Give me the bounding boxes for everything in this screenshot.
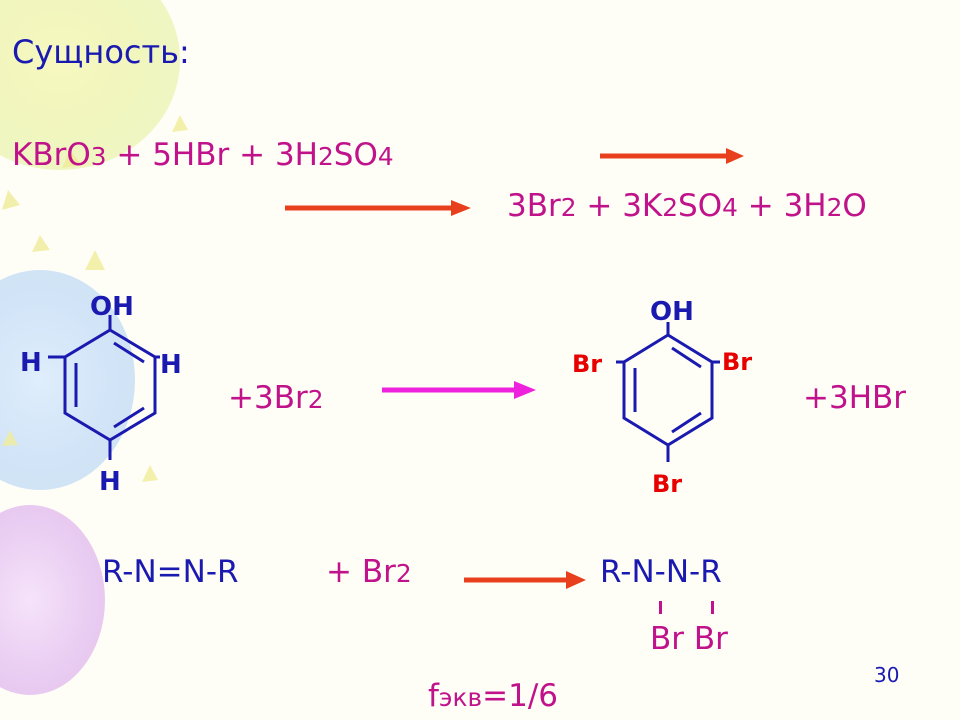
br-label: Br xyxy=(572,350,602,378)
formula-part: KBrO xyxy=(12,137,91,173)
bromine-substituents: Br Br xyxy=(650,621,728,657)
formula-subscript: 2 xyxy=(826,193,843,222)
reaction-arrow xyxy=(382,381,536,399)
page-number: 30 xyxy=(874,663,900,687)
formula-part: + Br xyxy=(326,554,396,590)
reaction-arrow xyxy=(600,148,744,164)
purple-balloon xyxy=(0,505,105,695)
bond-line xyxy=(659,601,662,614)
formula-part: +3Br xyxy=(228,380,308,416)
formula-subscript: 2 xyxy=(662,193,679,222)
phenol-structure: OH H H H xyxy=(20,292,182,497)
formula-subscript: 2 xyxy=(395,559,412,588)
reaction1-lhs: KBrO3 + 5HBr + 3H2SO4 xyxy=(12,140,394,171)
bond-line xyxy=(711,601,714,614)
formula-part: + 3K xyxy=(576,188,663,224)
hbr-byproduct: +3HBr xyxy=(803,380,907,416)
reaction1-rhs: 3Br2 + 3K2SO4 + 3H2O xyxy=(507,191,867,222)
oh-label: OH xyxy=(650,297,694,327)
product-compound: R-N-N-R xyxy=(600,554,722,590)
equivalence-factor: fэкв=1/6 xyxy=(428,681,558,712)
br-label: Br xyxy=(652,470,682,498)
bromine-reagent: +3Br2 xyxy=(228,383,324,414)
h-label: H xyxy=(20,348,42,378)
formula-part: f xyxy=(428,678,439,714)
h-label: H xyxy=(99,467,121,497)
br-label: Br xyxy=(722,348,752,376)
formula-subscript: 4 xyxy=(377,142,394,171)
reaction-arrow xyxy=(285,200,471,216)
formula-part: + 3H xyxy=(737,188,827,224)
yellow-balloon xyxy=(0,0,180,170)
oh-label: OH xyxy=(90,292,134,322)
formula-part: + 5HBr + 3H xyxy=(106,137,318,173)
formula-part: SO xyxy=(333,137,378,173)
formula-subscript: экв xyxy=(438,683,483,712)
formula-part: 3Br xyxy=(507,188,561,224)
formula-subscript: 2 xyxy=(317,142,334,171)
heading: Сущность: xyxy=(12,33,190,71)
formula-part: SO xyxy=(678,188,723,224)
formula-subscript: 2 xyxy=(560,193,577,222)
tribromophenol-structure: OH Br Br Br xyxy=(572,297,752,498)
bromine-reagent: + Br2 xyxy=(326,557,412,588)
h-label: H xyxy=(160,350,182,380)
azo-compound: R-N=N-R xyxy=(102,554,239,590)
formula-subscript: 3 xyxy=(90,142,107,171)
formula-part: O xyxy=(842,188,867,224)
formula-subscript: 2 xyxy=(307,385,324,414)
formula-part: =1/6 xyxy=(482,678,558,714)
reaction-arrow xyxy=(464,571,586,589)
formula-subscript: 4 xyxy=(722,193,738,222)
